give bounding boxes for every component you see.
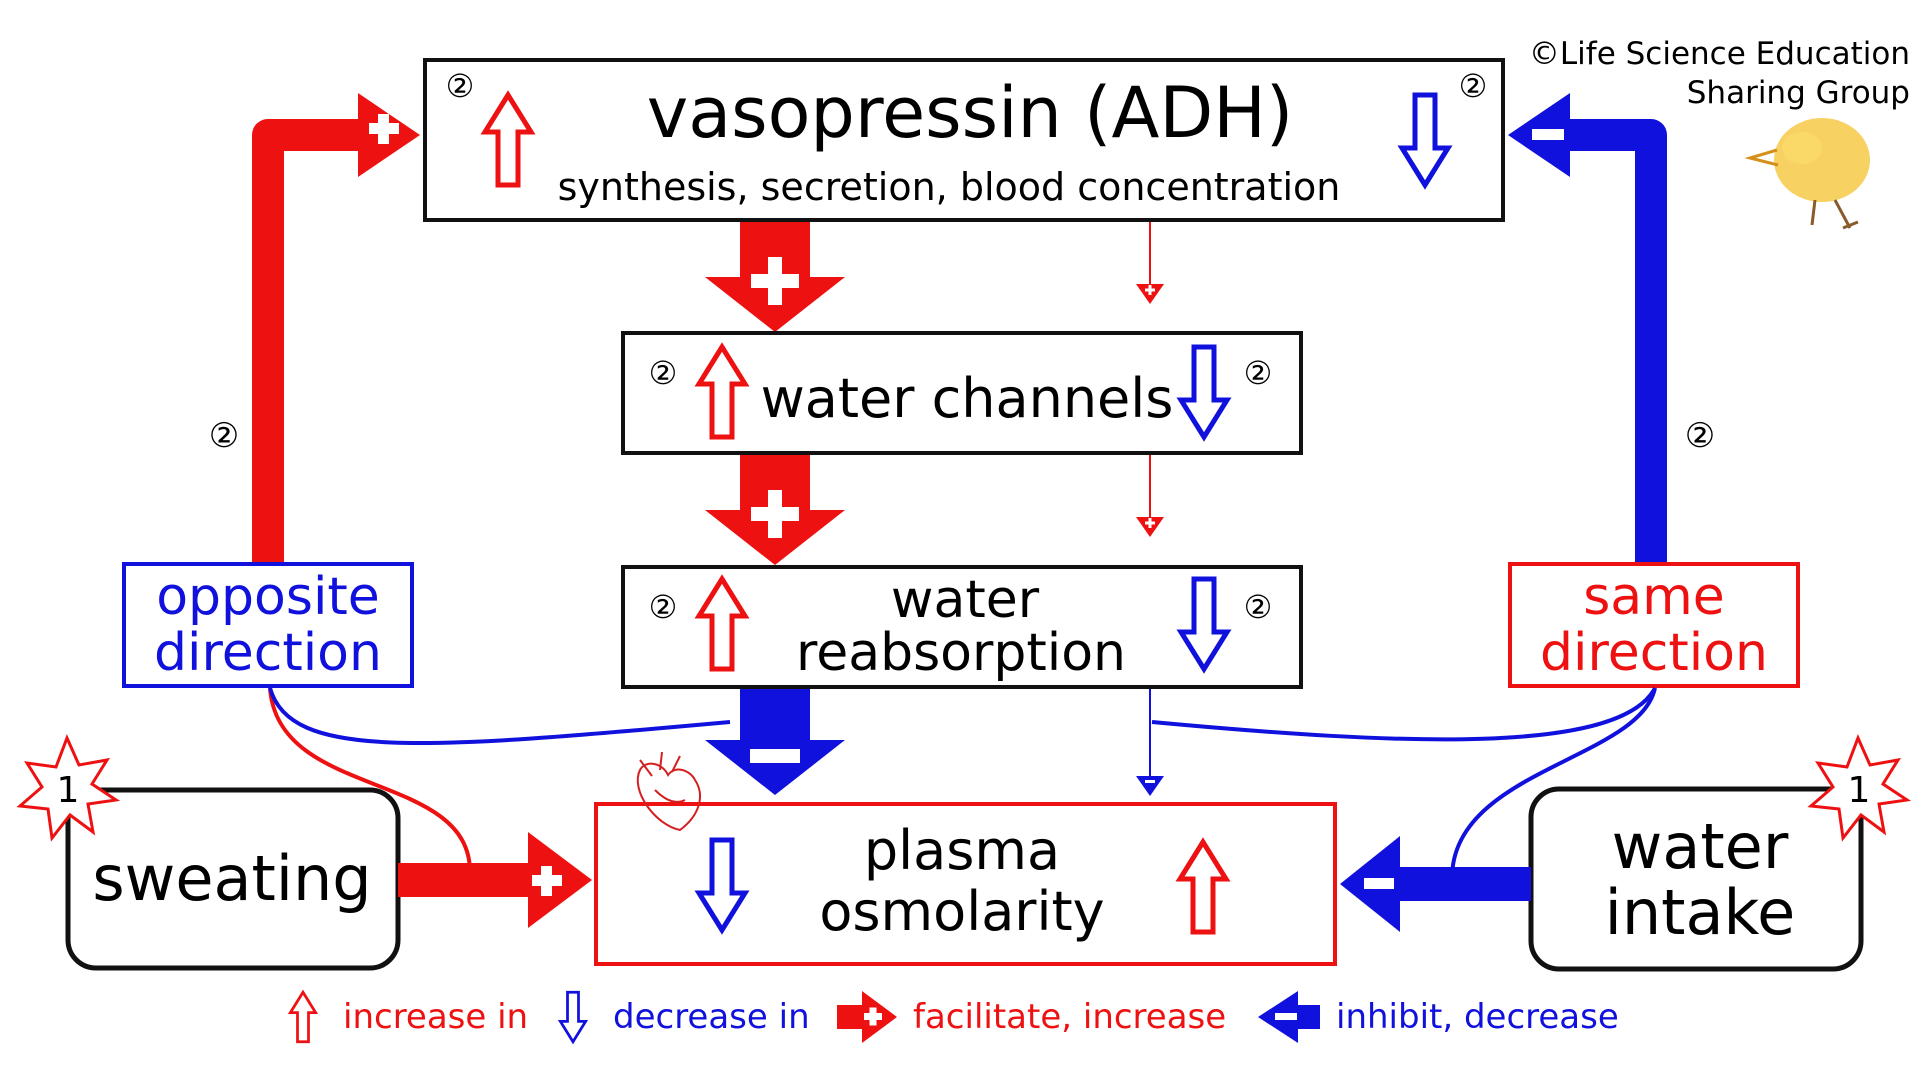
trigger-marker: 1 <box>1848 770 1871 811</box>
reabsorption-line1: water <box>891 570 1040 630</box>
trigger-marker: 1 <box>57 770 80 811</box>
water-channels-box: ② water channels ② <box>621 331 1303 455</box>
water-intake-line1: water <box>1612 810 1789 883</box>
facilitate-thin-arrow-icon <box>1135 454 1165 538</box>
legend-inhibit: inhibit, decrease <box>1336 997 1619 1037</box>
water-intake-box: water intake <box>1528 786 1864 972</box>
facilitate-arrow-icon <box>705 222 845 332</box>
credit-line1: ©Life Science Education <box>1529 36 1910 72</box>
opposite-direction-box: opposite direction <box>122 562 414 688</box>
step-marker: ② <box>649 588 678 626</box>
reabsorption-line2: reabsorption <box>796 623 1126 683</box>
sweating-facilitate-arrow <box>398 832 592 928</box>
inhibit-thin-arrow-icon <box>1136 689 1164 796</box>
burst-icon: 1 <box>16 734 121 842</box>
legend-decrease: decrease in <box>613 997 810 1037</box>
facilitate-thin-arrow-icon <box>1135 221 1165 305</box>
water-channels-title: water channels <box>761 367 1174 430</box>
facilitate-arrow-icon <box>705 455 845 565</box>
opposite-line1: opposite <box>156 567 380 627</box>
step-marker: ② <box>1685 416 1715 456</box>
legend-increase-icon <box>288 990 318 1044</box>
connector-lines <box>268 687 1657 881</box>
legend: increase in decrease in facilitate, incr… <box>288 990 1619 1044</box>
step-marker: ② <box>1459 67 1488 105</box>
step-marker: ② <box>446 67 475 105</box>
step-marker: ② <box>1244 354 1273 392</box>
chick-doodle-icon <box>1744 118 1870 230</box>
legend-facilitate: facilitate, increase <box>913 997 1226 1037</box>
left-feedback-arrow <box>252 93 420 565</box>
burst-icon: 1 <box>1807 734 1912 842</box>
inhibit-arrow-icon <box>705 689 845 795</box>
right-feedback-arrow <box>1508 93 1667 565</box>
sweating-title: sweating <box>92 842 371 915</box>
water-intake-line2: intake <box>1605 876 1796 949</box>
step-marker: ② <box>649 354 678 392</box>
step-marker: ② <box>209 416 239 456</box>
same-direction-box: same direction <box>1508 562 1800 688</box>
step-marker: ② <box>1244 588 1273 626</box>
legend-facilitate-icon <box>837 991 897 1043</box>
plasma-osmolarity-box: plasma osmolarity <box>594 802 1337 966</box>
legend-decrease-icon <box>558 990 588 1044</box>
same-line1: same <box>1583 567 1725 627</box>
vasopressin-box: ② vasopressin (ADH) synthesis, secretion… <box>423 58 1505 222</box>
plasma-line2: osmolarity <box>819 880 1104 943</box>
vasopressin-title: vasopressin (ADH) <box>647 72 1293 154</box>
vasopressin-subtitle: synthesis, secretion, blood concentratio… <box>558 165 1341 209</box>
credit-line2: Sharing Group <box>1687 75 1910 111</box>
water-intake-inhibit-arrow <box>1340 836 1531 932</box>
plasma-line1: plasma <box>864 819 1060 882</box>
water-reabsorption-box: ② water reabsorption ② <box>621 565 1303 689</box>
opposite-line2: direction <box>154 623 382 683</box>
legend-inhibit-icon <box>1258 991 1320 1043</box>
legend-increase: increase in <box>343 997 528 1037</box>
same-line2: direction <box>1540 623 1768 683</box>
sweating-box: sweating <box>65 787 401 971</box>
heart-icon <box>636 751 701 832</box>
